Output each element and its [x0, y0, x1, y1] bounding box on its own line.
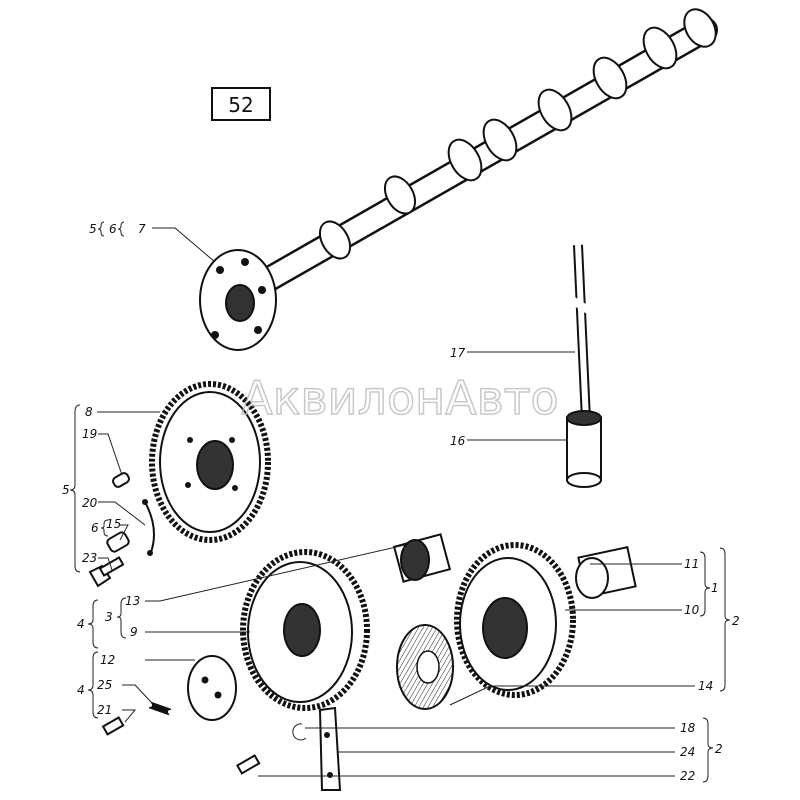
- label-group-1: 1: [711, 581, 719, 595]
- label-22: 22: [680, 769, 695, 783]
- label-14: 14: [698, 679, 713, 693]
- label-7: 7: [138, 222, 146, 236]
- label-15: 15: [106, 517, 121, 531]
- label-group-6-top: 6: [109, 222, 117, 236]
- label-19: 19: [82, 427, 97, 441]
- figure-number-box: 52: [211, 87, 271, 121]
- label-25: 25: [97, 678, 112, 692]
- bushing-13: [392, 533, 452, 583]
- label-group-5-top: 5: [89, 222, 97, 236]
- label-12: 12: [100, 653, 115, 667]
- bushing-11: [575, 546, 637, 599]
- pushrod: [569, 244, 591, 421]
- label-group-3: 3: [105, 610, 113, 624]
- lock-plate-20: [142, 499, 155, 556]
- camshaft: [199, 8, 718, 351]
- label-21: 21: [97, 703, 112, 717]
- label-16: 16: [450, 434, 466, 448]
- label-group-2-bottom: 2: [715, 742, 723, 756]
- callout-labels: 5 6 7 17 16 8 19 5 20 6 15 23 4 3 13 9 1…: [62, 222, 740, 783]
- lock-plate-24: [318, 706, 342, 791]
- label-group-2-top: 2: [732, 614, 740, 628]
- thrust-washer-14: [396, 624, 454, 710]
- label-18: 18: [680, 721, 696, 735]
- plate-12: [187, 655, 237, 721]
- leader-lines: [97, 227, 695, 777]
- label-group-6: 6: [91, 521, 99, 535]
- figure-number: 52: [228, 93, 253, 117]
- label-8: 8: [85, 405, 93, 419]
- label-11: 11: [684, 557, 699, 571]
- gear-10: [454, 542, 576, 698]
- label-17: 17: [450, 346, 466, 360]
- bolt-22: [235, 754, 261, 775]
- bolt-15: [106, 531, 130, 553]
- bolt-21: [101, 716, 125, 736]
- dowel-pin-19: [112, 472, 130, 488]
- label-9: 9: [130, 625, 138, 639]
- clip-18: [292, 723, 307, 741]
- tappet: [566, 410, 602, 488]
- label-13: 13: [125, 594, 140, 608]
- label-10: 10: [684, 603, 700, 617]
- lock-plate-25: [148, 701, 172, 716]
- gear-9: [240, 549, 370, 711]
- group-braces: [69, 221, 731, 783]
- watermark: АквилонАвто: [241, 371, 558, 425]
- label-23: 23: [82, 551, 97, 565]
- gear-8: [149, 381, 271, 543]
- label-group-4-bottom: 4: [77, 683, 85, 697]
- label-group-4-top: 4: [77, 617, 85, 631]
- label-20: 20: [82, 496, 98, 510]
- label-group-5: 5: [62, 483, 70, 497]
- label-24: 24: [680, 745, 695, 759]
